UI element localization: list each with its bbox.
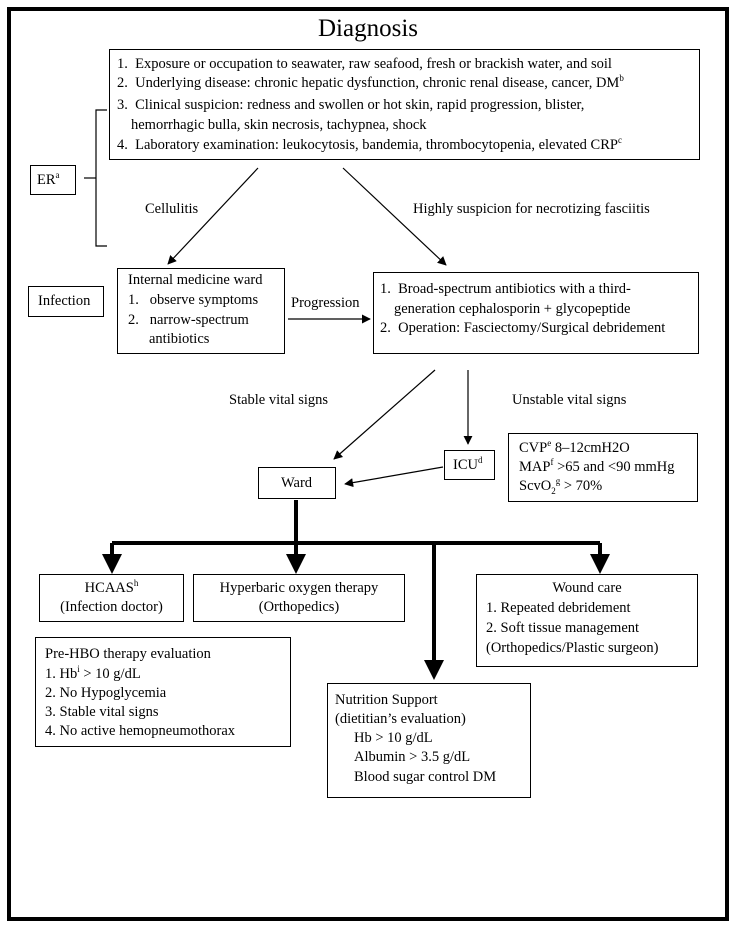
nutrition-title: Nutrition Support	[335, 692, 438, 708]
criteria-item-4: 4. Laboratory examination: leukocytosis,…	[117, 135, 622, 153]
icu-box: ICUd	[444, 450, 495, 480]
pre-hbo-item-4: 4. No active hemopneumothorax	[45, 723, 236, 739]
internal-ward-item-2: 2. narrow-spectrum	[128, 312, 249, 328]
internal-ward-item-2-cont: antibiotics	[149, 331, 210, 347]
figure-frame	[7, 7, 729, 921]
icu-targets-box: CVPe 8–12cmH2O MAPf >65 and <90 mmHg Scv…	[508, 433, 698, 502]
criteria-item-1: 1. Exposure or occupation to seawater, r…	[117, 56, 612, 72]
er-bracket	[95, 109, 107, 247]
nutrition-subtitle: (dietitian’s evaluation)	[335, 711, 466, 727]
arrow-icu-ward	[344, 466, 444, 488]
criteria-item-3: 3. Clinical suspicion: redness and swoll…	[117, 97, 585, 113]
treatment-item-1-cont: generation cephalosporin + glycopeptide	[394, 301, 631, 317]
diagnosis-criteria-box: 1. Exposure or occupation to seawater, r…	[109, 49, 700, 160]
pre-hbo-title: Pre-HBO therapy evaluation	[45, 646, 211, 662]
pre-hbo-evaluation-box: Pre-HBO therapy evaluation 1. Hbi > 10 g…	[35, 637, 291, 747]
arrow-suspicion	[342, 167, 447, 266]
pre-hbo-item-3: 3. Stable vital signs	[45, 704, 159, 720]
internal-medicine-ward-box: Internal medicine ward 1. observe sympto…	[117, 268, 285, 354]
ward-box: Ward	[258, 467, 336, 499]
diagram-title: Diagnosis	[318, 15, 418, 42]
nutrition-item-3: Blood sugar control DM	[354, 769, 497, 785]
criteria-item-3-cont: hemorrhagic bulla, skin necrosis, tachyp…	[131, 117, 427, 133]
nutrition-item-1: Hb > 10 g/dL	[354, 730, 433, 746]
pre-hbo-item-2: 2. No Hypoglycemia	[45, 685, 167, 701]
internal-ward-title: Internal medicine ward	[128, 272, 263, 288]
arrow-stable	[333, 369, 436, 460]
wound-item-2: 2. Soft tissue management	[486, 620, 640, 636]
wound-care-box: Wound care 1. Repeated debridement 2. So…	[476, 574, 698, 667]
label-stable-vital-signs: Stable vital signs	[229, 392, 329, 408]
wound-item-1: 1. Repeated debridement	[486, 600, 631, 616]
label-progression: Progression	[291, 295, 360, 311]
label-necrotizing-suspicion: Highly suspicion for necrotizing fasciit…	[413, 201, 650, 217]
criteria-item-2: 2. Underlying disease: chronic hepatic d…	[117, 73, 624, 91]
treatment-box: 1. Broad-spectrum antibiotics with a thi…	[373, 272, 699, 354]
infection-box: Infection	[28, 286, 104, 317]
hyperbaric-oxygen-box: Hyperbaric oxygen therapy (Orthopedics)	[193, 574, 405, 622]
nutrition-item-2: Albumin > 3.5 g/dL	[354, 749, 471, 765]
treatment-item-2: 2. Operation: Fasciectomy/Surgical debri…	[380, 320, 666, 336]
pre-hbo-item-1: 1. Hbi > 10 g/dL	[45, 664, 141, 682]
target-scvo2: ScvO2g > 70%	[519, 476, 603, 496]
wound-care-title: Wound care	[552, 580, 622, 596]
target-cvp: CVPe 8–12cmH2O	[519, 438, 630, 456]
treatment-item-1: 1. Broad-spectrum antibiotics with a thi…	[380, 281, 631, 297]
arrow-cellulitis	[167, 167, 259, 265]
wound-care-specialists: (Orthopedics/Plastic surgeon)	[486, 640, 659, 656]
internal-ward-item-1: 1. observe symptoms	[128, 292, 259, 308]
er-box: ERa	[30, 165, 76, 195]
target-map: MAPf >65 and <90 mmHg	[519, 457, 675, 475]
nutrition-support-box: Nutrition Support (dietitian’s evaluatio…	[327, 683, 531, 798]
label-cellulitis: Cellulitis	[145, 201, 199, 217]
label-unstable-vital-signs: Unstable vital signs	[512, 392, 627, 408]
hcaas-box: HCAASh (Infection doctor)	[39, 574, 184, 622]
